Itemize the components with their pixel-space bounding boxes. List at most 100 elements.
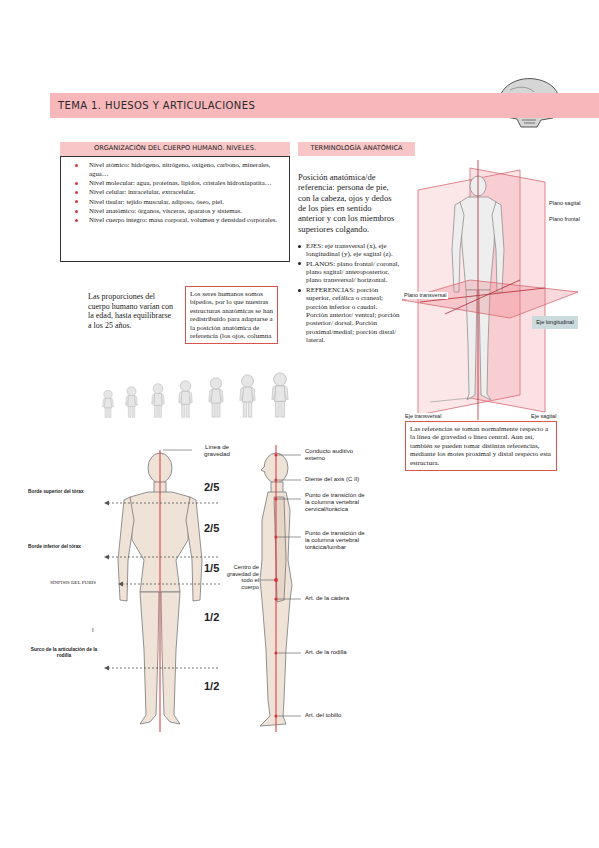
plane-label: Plano transversal [403, 292, 448, 299]
body-text-holder: Las proporciones del cuerpo humano varía… [88, 292, 176, 330]
figure-part [104, 666, 109, 671]
figure-part [103, 391, 114, 418]
level-label: Borde inferior del tórax [28, 544, 118, 550]
figure-part [260, 580, 274, 581]
proportions-figures [103, 373, 289, 418]
plane-label-holder: Plano sagital [548, 191, 596, 209]
figure-label-holder: Punto de transición de la columna verteb… [305, 492, 369, 513]
figure-part [430, 398, 470, 402]
bullet-text-holder: REFERENCIAS: porción superior, cefálica … [298, 286, 400, 345]
section-title: ORGANIZACIÓN DEL CUERPO HUMANO. NIVELES. [64, 145, 286, 153]
figure-part [161, 592, 180, 724]
figure-part [278, 480, 301, 481]
fraction: 1/5 [204, 562, 224, 575]
figure-part [240, 375, 255, 417]
axis-label: Eje transversal [404, 413, 442, 420]
figure-part [278, 716, 301, 717]
note-text: Los seres humanos somos bípedos, por lo … [190, 290, 273, 340]
level-item: Nivel anatómico: órganos, vísceras, apar… [89, 207, 281, 216]
figure-label-holder: Art. del tobillo [305, 712, 375, 719]
mark-label: I [92, 627, 100, 634]
figure-part [272, 373, 288, 417]
level-label-holder: SÍNFISIS DEL PUBIS [50, 580, 118, 586]
figure-part [104, 501, 123, 671]
figure-part [274, 597, 277, 600]
section-header: ORGANIZACIÓN DEL CUERPO HUMANO. NIVELES. [60, 142, 290, 156]
fraction-holder: 2/5 [204, 522, 224, 535]
figure-part [209, 378, 223, 417]
figure-part [108, 503, 220, 504]
figure-part [510, 87, 534, 92]
figure-label: Conducto auditivo externo [305, 448, 367, 462]
axis-label-holder: Eje sagital [530, 404, 575, 422]
figure-label-holder: Art. de la rodilla [305, 649, 375, 656]
figure-part [278, 599, 301, 600]
figure-part [186, 497, 202, 601]
figure-label: Línea de gravedad [194, 443, 240, 457]
figure-part [140, 592, 159, 724]
level-label-holder: Borde superior del tórax [28, 489, 118, 495]
figure-part [278, 537, 301, 538]
figure-part [179, 381, 193, 417]
page-title: TEMA 1. HUESOS Y ARTICULACIONES [58, 100, 599, 112]
axis-label: Eje longitudinal [534, 319, 576, 326]
plane-label: Plano frontal [548, 216, 581, 223]
figure-part [274, 651, 277, 654]
fraction-holder: 1/5 [204, 562, 224, 575]
level-item: Nivel tisular: tejido muscular, adiposo,… [89, 198, 281, 207]
definition-text: Posición anatómica/de referencia: person… [298, 172, 400, 234]
figure-part [278, 653, 301, 654]
figure-label: Centro de gravedad de todo el cuerpo [224, 564, 259, 591]
title-band: TEMA 1. HUESOS Y ARTICULACIONES [50, 93, 599, 118]
fraction-holder: 1/2 [204, 611, 224, 624]
level-label-holder: Borde inferior del tórax [28, 544, 118, 550]
bullet-text: REFERENCIAS: porción superior, cefálica … [298, 286, 400, 345]
figure-part [104, 501, 109, 506]
level-label: Surco de la articulación de la rodilla [26, 647, 102, 659]
note-text: Las referencias se toman normalmente res… [410, 425, 552, 467]
note-box: Las referencias se toman normalmente res… [405, 421, 557, 471]
figure-part [108, 668, 220, 669]
figure-part [276, 445, 277, 732]
definition-text-holder: Posición anatómica/de referencia: person… [298, 172, 400, 234]
section-title: TERMINOLOGÍA ANATÓMICA [302, 145, 411, 153]
level-label: Borde superior del tórax [28, 489, 118, 495]
figure-part [108, 503, 220, 668]
level-item: Nivel cuerpo íntegro: masa corporal, vol… [89, 216, 281, 225]
figure-part [274, 714, 277, 717]
figure-part [278, 455, 301, 456]
figure-label-holder: Línea de gravedad [194, 443, 240, 457]
bullet-text: PLANOS: plano frontal/ coronal, plano sa… [298, 260, 400, 285]
figure-label: Diente del axis (C II) [305, 476, 375, 483]
figure-part [522, 120, 536, 123]
figure-part [452, 202, 464, 292]
plane-label-holder: Plano transversal [403, 283, 455, 301]
figure-label: Art. de la rodilla [305, 649, 375, 656]
figure-part [126, 387, 138, 418]
figure-part [104, 555, 109, 560]
fraction: 2/5 [204, 522, 224, 535]
figure-part [274, 578, 278, 582]
plane-label: Plano sagital [548, 200, 582, 207]
note-box: Los seres humanos somos bípedos, por lo … [185, 286, 278, 344]
figure-label: Art. de la cadera [305, 595, 375, 602]
figure-part [260, 455, 301, 716]
figure-part [108, 557, 220, 558]
figure-part [271, 482, 283, 493]
figure-part [402, 280, 578, 318]
figure-label-holder: Conducto auditivo externo [305, 448, 367, 462]
figure-part [274, 453, 277, 456]
anatomical-planes-figure [402, 160, 578, 420]
figure-label-holder: Art. de la cadera [305, 595, 375, 602]
bullet-text: EJES: eje transversal (x), eje longitudi… [298, 242, 400, 259]
figure-part [478, 160, 479, 420]
section-header: TERMINOLOGÍA ANATÓMICA [298, 142, 415, 156]
figure-part [274, 497, 277, 500]
figure-label: Punto de transición de la columna verteb… [305, 530, 369, 551]
front-body-figure [104, 450, 220, 732]
figure-part [445, 280, 520, 314]
figure-part [118, 582, 123, 587]
axis-tag: Eje longitudinal [532, 316, 578, 329]
figure-part [122, 584, 220, 585]
